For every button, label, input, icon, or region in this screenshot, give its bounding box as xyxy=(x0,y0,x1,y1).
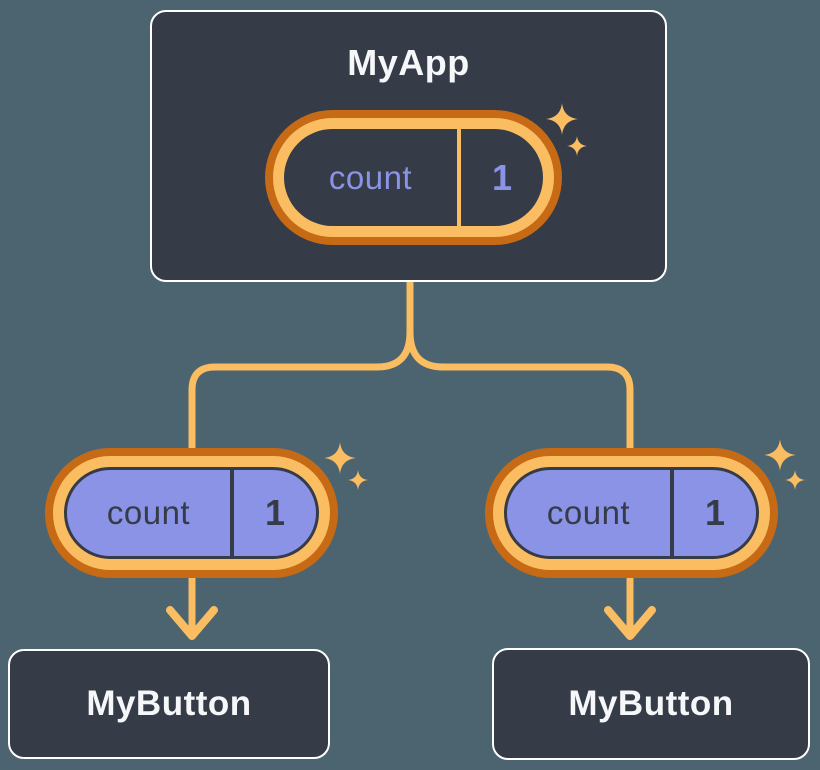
state-pill-divider xyxy=(670,470,674,556)
state-value: 1 xyxy=(704,492,726,533)
state-pill-ring: count 1 xyxy=(493,456,770,570)
state-pill-body: count 1 xyxy=(284,129,543,226)
state-name: count xyxy=(546,494,631,531)
state-pill-divider xyxy=(457,129,461,226)
state-pill-myapp: count 1 xyxy=(265,110,562,245)
state-pill-ring: count 1 xyxy=(273,118,554,237)
component-node-myapp: MyApp count 1 xyxy=(150,10,667,282)
state-name: count xyxy=(106,494,191,531)
component-title: MyApp xyxy=(347,42,470,83)
arrow-down-icon xyxy=(166,606,218,640)
state-value: 1 xyxy=(264,492,286,533)
component-title: MyButton xyxy=(568,684,734,723)
state-value: 1 xyxy=(491,156,513,198)
arrow-down-icon xyxy=(604,606,656,640)
state-pill-right-child: count 1 xyxy=(485,448,778,578)
component-node-mybutton-left: MyButton xyxy=(8,649,330,759)
state-name: count xyxy=(328,158,413,196)
state-pill-left-child: count 1 xyxy=(45,448,338,578)
state-pill-ring: count 1 xyxy=(53,456,330,570)
state-pill-body: count 1 xyxy=(504,467,759,559)
state-pill-body: count 1 xyxy=(64,467,319,559)
branch-line-right xyxy=(406,281,634,633)
component-title: MyButton xyxy=(86,684,252,723)
state-pill-divider xyxy=(230,470,234,556)
component-node-mybutton-right: MyButton xyxy=(492,648,810,760)
